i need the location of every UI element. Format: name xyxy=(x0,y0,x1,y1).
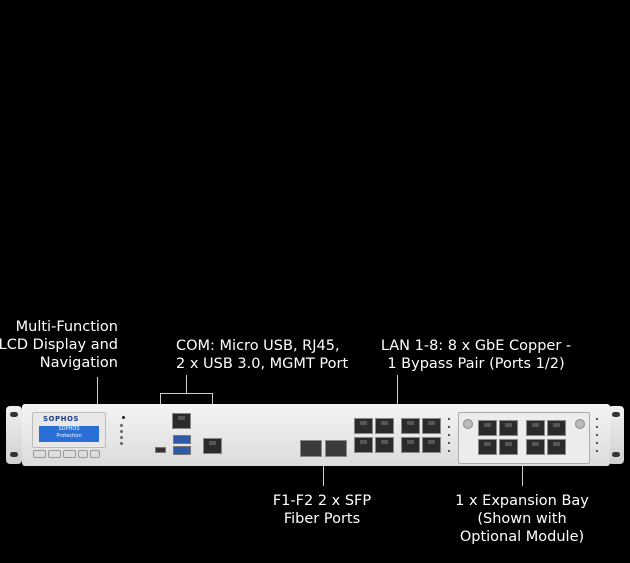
vent-dot xyxy=(448,418,450,420)
micro-usb-port[interactable] xyxy=(155,447,166,453)
lcd-panel: SOPHOS SOPHOS Protection xyxy=(32,412,106,448)
sfp-port-f1[interactable] xyxy=(300,440,322,457)
leader-lcd xyxy=(97,377,98,411)
vent-dot xyxy=(448,450,450,452)
callout-com: COM: Micro USB, RJ45, 2 x USB 3.0, MGMT … xyxy=(176,337,348,373)
callout-lan: LAN 1-8: 8 x GbE Copper - 1 Bypass Pair … xyxy=(370,337,582,373)
usb-port-1[interactable] xyxy=(173,435,191,444)
callout-sfp-line1: F1-F2 2 x SFP xyxy=(272,493,372,509)
nav-button-1[interactable] xyxy=(33,450,46,458)
status-led-2 xyxy=(120,430,123,433)
reset-button[interactable] xyxy=(122,416,125,419)
lan-port-2[interactable] xyxy=(375,418,394,434)
vent-dot xyxy=(448,442,450,444)
vent-dot xyxy=(596,442,598,444)
lan-port-8[interactable] xyxy=(422,437,441,453)
lcd-line2: Protection xyxy=(56,433,82,439)
mgmt-port[interactable] xyxy=(203,438,222,454)
module-screw-left xyxy=(463,419,473,429)
rack-ear-left xyxy=(6,406,22,464)
callout-expansion-line2: (Shown with xyxy=(477,511,567,527)
module-port-1[interactable] xyxy=(478,420,497,436)
callout-sfp: F1-F2 2 x SFP Fiber Ports xyxy=(252,492,392,528)
lan-port-6[interactable] xyxy=(422,418,441,434)
callout-lcd-line2: LCD Display and xyxy=(0,337,118,353)
leader-com-bar xyxy=(160,393,212,394)
usb-port-2[interactable] xyxy=(173,446,191,455)
lan-port-5[interactable] xyxy=(401,418,420,434)
status-led-3 xyxy=(120,436,123,439)
module-port-5[interactable] xyxy=(526,420,545,436)
callout-lcd: Multi-Function LCD Display and Navigatio… xyxy=(0,318,118,372)
com-rj45-port[interactable] xyxy=(172,413,191,429)
lan-port-3[interactable] xyxy=(354,437,373,453)
callout-com-line2: 2 x USB 3.0, MGMT Port xyxy=(176,356,349,372)
lan-port-1[interactable] xyxy=(354,418,373,434)
leader-com-left xyxy=(160,393,161,405)
nav-button-5[interactable] xyxy=(90,450,100,458)
nav-button-2[interactable] xyxy=(48,450,61,458)
callout-lan-line2: 1 Bypass Pair (Ports 1/2) xyxy=(387,356,565,372)
vent-dot xyxy=(596,426,598,428)
leader-expansion xyxy=(522,463,523,486)
leader-lan xyxy=(397,375,398,415)
lcd-line1: SOPHOS xyxy=(58,426,80,432)
nav-button-3[interactable] xyxy=(63,450,76,458)
vent-dot xyxy=(596,434,598,436)
callout-lcd-line3: Navigation xyxy=(39,355,118,371)
vent-dot xyxy=(448,426,450,428)
nav-button-4[interactable] xyxy=(78,450,88,458)
callout-lcd-line1: Multi-Function xyxy=(15,319,118,335)
module-screw-right xyxy=(575,419,585,429)
vent-dot xyxy=(448,434,450,436)
module-port-7[interactable] xyxy=(526,439,545,455)
module-port-2[interactable] xyxy=(499,420,518,436)
rack-ear-right xyxy=(608,406,624,464)
brand-logo: SOPHOS xyxy=(43,415,79,423)
leader-com-stem xyxy=(186,375,187,393)
lcd-screen: SOPHOS Protection xyxy=(39,426,99,442)
callout-expansion-line3: Optional Module) xyxy=(459,529,585,545)
callout-expansion: 1 x Expansion Bay (Shown with Optional M… xyxy=(432,492,612,546)
callout-lan-line1: LAN 1-8: 8 x GbE Copper - xyxy=(380,338,572,354)
module-port-8[interactable] xyxy=(547,439,566,455)
status-led-1 xyxy=(120,424,123,427)
module-port-6[interactable] xyxy=(547,420,566,436)
module-port-3[interactable] xyxy=(478,439,497,455)
lan-port-4[interactable] xyxy=(375,437,394,453)
module-port-4[interactable] xyxy=(499,439,518,455)
lan-port-7[interactable] xyxy=(401,437,420,453)
status-led-4 xyxy=(120,442,123,445)
callout-com-line1: COM: Micro USB, RJ45, xyxy=(176,338,340,354)
callout-sfp-line2: Fiber Ports xyxy=(283,511,361,527)
vent-dot xyxy=(596,418,598,420)
sfp-port-f2[interactable] xyxy=(325,440,347,457)
callout-expansion-line1: 1 x Expansion Bay xyxy=(455,493,589,509)
leader-sfp xyxy=(323,456,324,486)
vent-dot xyxy=(596,450,598,452)
